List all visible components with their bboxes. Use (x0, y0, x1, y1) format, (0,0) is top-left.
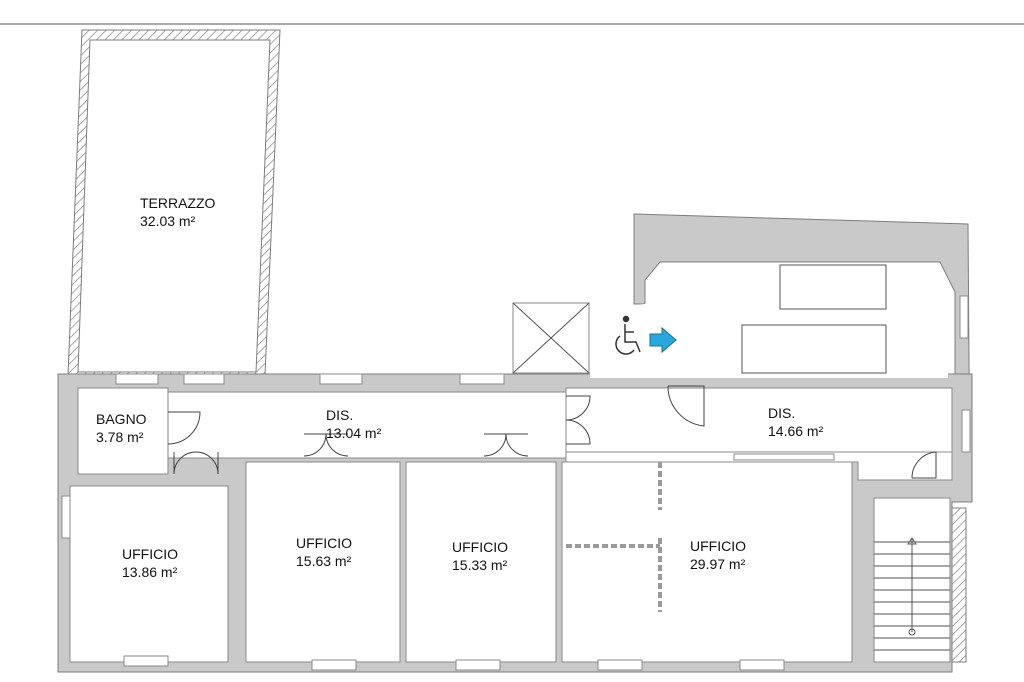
room-ufficio-4: UFFICIO 29.97 m² (690, 537, 746, 573)
ufficio-1-floor (69, 485, 229, 663)
room-ufficio-3-name: UFFICIO (452, 539, 508, 555)
room-ufficio-4-name: UFFICIO (690, 538, 746, 554)
room-ufficio-2-name: UFFICIO (296, 535, 352, 551)
room-ufficio-4-area: 29.97 m² (690, 556, 746, 572)
room-terrazzo-area: 32.03 m² (140, 213, 196, 229)
room-bagno-name: BAGNO (96, 411, 147, 427)
bagno-floor (77, 387, 169, 475)
room-ufficio-1-name: UFFICIO (122, 546, 178, 562)
lower-staircase (873, 497, 967, 663)
room-dis-left-name: DIS. (326, 407, 354, 423)
room-ufficio-3: UFFICIO 15.33 m² (452, 538, 508, 574)
upper-staircase (741, 264, 887, 374)
room-ufficio-1-area: 13.86 m² (122, 564, 178, 580)
doors (167, 385, 937, 479)
windows (61, 295, 971, 671)
room-dis-left: DIS. 13.04 m² (326, 406, 381, 442)
ufficio-2-floor (245, 461, 401, 663)
room-ufficio-2-area: 15.63 m² (296, 553, 352, 569)
room-bagno: BAGNO 3.78 m² (96, 410, 147, 446)
room-ufficio-1: UFFICIO 13.86 m² (122, 545, 178, 581)
ufficio-4-floor (561, 461, 853, 663)
room-dis-right-name: DIS. (768, 405, 796, 421)
wheelchair-icon (615, 315, 641, 355)
partitions (566, 462, 662, 612)
room-ufficio-2: UFFICIO 15.63 m² (296, 534, 352, 570)
lift-shaft (512, 302, 590, 374)
arrow-right-icon (649, 326, 677, 354)
room-dis-right: DIS. 14.66 m² (768, 404, 823, 440)
room-dis-left-area: 13.04 m² (326, 425, 382, 441)
room-ufficio-3-area: 15.33 m² (452, 557, 508, 573)
room-terrazzo: TERRAZZO 32.03 m² (140, 194, 215, 230)
landing-floor (590, 268, 948, 378)
room-terrazzo-name: TERRAZZO (140, 195, 216, 211)
room-dis-right-area: 14.66 m² (768, 423, 824, 439)
room-bagno-area: 3.78 m² (96, 429, 144, 445)
corridor-right-floor (565, 387, 953, 453)
